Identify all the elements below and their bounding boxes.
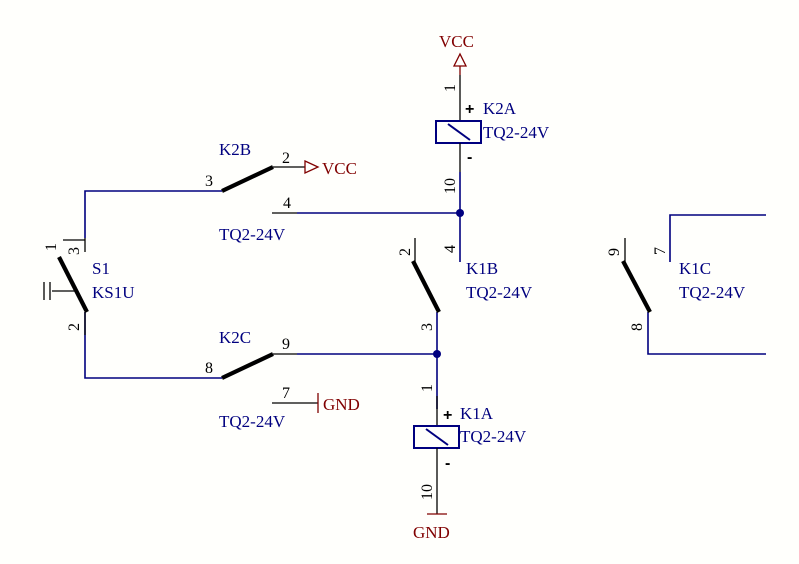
k2a-value: TQ2-24V bbox=[483, 123, 550, 142]
wire-k1c-top bbox=[669, 214, 766, 262]
s1-pin-1-number: 1 bbox=[43, 243, 60, 251]
k2a-minus-sign: - bbox=[467, 149, 472, 166]
k2c-designator: K2C bbox=[219, 328, 251, 347]
k2b-pin-2-number: 2 bbox=[282, 150, 290, 167]
junction-dot bbox=[433, 350, 441, 358]
gnd-label: GND bbox=[323, 395, 360, 414]
k1b-value: TQ2-24V bbox=[466, 283, 533, 302]
k1c-contact bbox=[621, 260, 652, 313]
k1a-minus-sign: - bbox=[445, 455, 450, 472]
k1b-designator: K1B bbox=[466, 259, 498, 278]
k1b-pin-3-number: 3 bbox=[419, 323, 436, 331]
k1c-designator: K1C bbox=[679, 259, 711, 278]
relay-coil-k1a: GND 1 10 + - K1A TQ2-24V bbox=[413, 384, 527, 542]
k1a-designator: K1A bbox=[460, 404, 494, 423]
k2a-pin-1-number: 1 bbox=[442, 84, 459, 92]
k1a-plus-sign: + bbox=[443, 407, 452, 424]
k2b-designator: K2B bbox=[219, 140, 251, 159]
k2b-contact bbox=[221, 165, 274, 193]
relay-contact-k1c: 9 7 8 K1C TQ2-24V bbox=[606, 238, 746, 331]
k2a-designator: K2A bbox=[483, 99, 517, 118]
gnd-label: GND bbox=[413, 523, 450, 542]
s1-pin-3-number: 3 bbox=[66, 247, 83, 255]
vcc-label: VCC bbox=[439, 32, 474, 51]
k2c-value: TQ2-24V bbox=[219, 412, 286, 431]
k1c-value: TQ2-24V bbox=[679, 283, 746, 302]
k1b-pin-2-number: 2 bbox=[397, 248, 414, 256]
relay-coil-k2a: VCC 1 10 + - K2A TQ2-24V bbox=[435, 32, 550, 194]
k1b-contact bbox=[411, 260, 441, 313]
wire-s1-top-to-k2b bbox=[84, 190, 222, 238]
k1a-value: TQ2-24V bbox=[460, 427, 527, 446]
s1-value: KS1U bbox=[92, 283, 135, 302]
k2c-pin-7-number: 7 bbox=[282, 385, 290, 402]
s1-pin-2-number: 2 bbox=[66, 323, 83, 331]
k1a-pin-1-number: 1 bbox=[419, 384, 436, 392]
k2c-contact bbox=[221, 352, 274, 380]
k1c-pin-7-number: 7 bbox=[652, 247, 669, 255]
k2c-pin-8-number: 8 bbox=[205, 360, 213, 377]
relay-contact-k2c: 9 8 7 K2C TQ2-24V GND bbox=[205, 328, 360, 431]
s1-contact bbox=[57, 256, 89, 313]
relay-contact-k2b: 2 3 4 K2B TQ2-24V VCC bbox=[205, 140, 357, 244]
relay-contact-k1b: 2 4 3 K1B TQ2-24V bbox=[397, 238, 533, 331]
k2b-value: TQ2-24V bbox=[219, 225, 286, 244]
vcc-arrow-icon bbox=[304, 159, 320, 175]
k2a-coil-box bbox=[435, 120, 482, 144]
switch-s1: 1 3 2 S1 KS1U bbox=[43, 238, 135, 335]
k1a-coil-diagonal bbox=[425, 428, 449, 446]
wire-k1c-bottom bbox=[647, 312, 766, 355]
s1-designator: S1 bbox=[92, 259, 110, 278]
k1c-pin-9-number: 9 bbox=[606, 248, 623, 256]
k1c-pin-8-number: 8 bbox=[629, 323, 646, 331]
k2a-plus-sign: + bbox=[465, 101, 474, 118]
k2a-coil-diagonal bbox=[447, 123, 471, 141]
vcc-label: VCC bbox=[322, 159, 357, 178]
k2a-pin-10-number: 10 bbox=[442, 178, 459, 194]
k1b-pin-4-number: 4 bbox=[442, 245, 459, 253]
k2b-pin-3-number: 3 bbox=[205, 173, 213, 190]
vcc-arrow-icon bbox=[452, 52, 468, 67]
k2c-pin-9-number: 9 bbox=[282, 336, 290, 353]
k1a-pin-10-number: 10 bbox=[419, 484, 436, 500]
junction-dot bbox=[456, 209, 464, 217]
k2b-pin-4-number: 4 bbox=[283, 195, 291, 212]
